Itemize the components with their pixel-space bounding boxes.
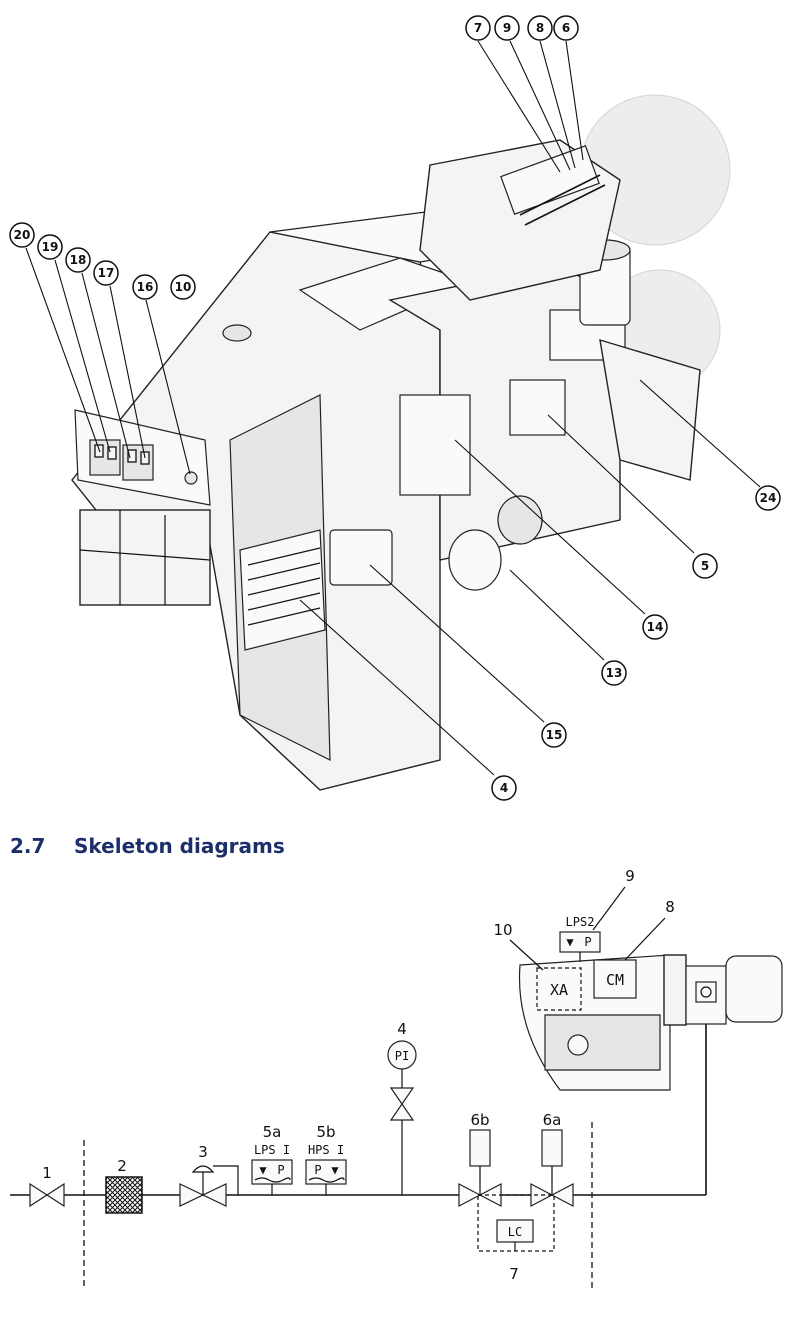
callout-17: 17 [93, 260, 119, 286]
high-pressure-switch-5b: 5b HPS I P ▼ [305, 1123, 347, 1195]
svg-text:4: 4 [397, 1020, 407, 1038]
svg-text:8: 8 [536, 21, 544, 35]
svg-text:LC: LC [508, 1225, 522, 1239]
actuator-5 [509, 379, 566, 436]
svg-text:P: P [314, 1163, 321, 1177]
gas-filter-2: 2 [105, 1157, 143, 1214]
svg-text:PI: PI [395, 1049, 409, 1063]
svg-text:▼: ▼ [331, 1163, 339, 1177]
manual-valve-1: 1 [29, 1164, 65, 1208]
svg-text:LPS2: LPS2 [566, 915, 595, 929]
svg-text:14: 14 [647, 620, 664, 634]
flange [663, 954, 687, 1026]
svg-text:17: 17 [98, 266, 115, 280]
svg-text:3: 3 [198, 1143, 208, 1161]
callout-5: 5 [692, 553, 718, 579]
reset-button [184, 471, 198, 485]
svg-text:P: P [584, 935, 591, 949]
expansion-module-xa [536, 967, 582, 1011]
callout-13: 13 [601, 660, 627, 686]
section-heading: 2.7 Skeleton diagrams [10, 834, 285, 858]
leak-control-7: LC 7 [477, 1194, 555, 1283]
svg-text:9: 9 [625, 867, 635, 885]
callout-20: 20 [9, 222, 35, 248]
svg-text:7: 7 [474, 21, 482, 35]
butterfly-valve-13 [448, 529, 502, 591]
skeleton-diagram: 1 2 3 5a LPS I ▼ P [10, 867, 783, 1290]
air-intake-grille [239, 529, 326, 651]
svg-text:CM: CM [606, 971, 624, 989]
svg-text:4: 4 [500, 781, 508, 795]
gas-connection [695, 981, 717, 1003]
svg-text:24: 24 [760, 491, 777, 505]
callout-7: 7 [465, 15, 491, 41]
valve-unit-24 [599, 339, 701, 481]
svg-text:5: 5 [701, 559, 709, 573]
control-module-cm [593, 959, 637, 999]
svg-text:13: 13 [606, 666, 623, 680]
solenoid-valve-6b: 6b [458, 1111, 502, 1207]
burner-illustration [71, 94, 731, 791]
electrode-holder [500, 145, 600, 215]
callouts: 7 9 8 6 20 19 18 17 16 10 24 5 14 13 15 … [9, 15, 781, 801]
lifting-eye [222, 324, 252, 342]
svg-text:7: 7 [509, 1265, 519, 1283]
svg-text:19: 19 [42, 240, 59, 254]
svg-text:LPS I: LPS I [254, 1143, 290, 1157]
callout-6: 6 [553, 15, 579, 41]
callout-15: 15 [541, 722, 567, 748]
svg-text:XA: XA [550, 981, 568, 999]
pressure-gauge-4: 4 PI [387, 1020, 417, 1195]
section-title: Skeleton diagrams [74, 834, 285, 858]
svg-text:10: 10 [175, 280, 192, 294]
connection-14 [497, 495, 543, 545]
callout-14: 14 [642, 614, 668, 640]
callout-9: 9 [494, 15, 520, 41]
svg-text:15: 15 [546, 728, 563, 742]
callout-18: 18 [65, 247, 91, 273]
callout-10: 10 [170, 274, 196, 300]
low-pressure-switch-5a: 5a LPS I ▼ P [251, 1123, 293, 1195]
svg-text:▼: ▼ [566, 935, 574, 949]
svg-text:6b: 6b [470, 1111, 489, 1129]
svg-text:5a: 5a [263, 1123, 282, 1141]
sight-glass [567, 1034, 589, 1056]
svg-text:6a: 6a [543, 1111, 562, 1129]
svg-text:HPS I: HPS I [308, 1143, 344, 1157]
section-number: 2.7 [10, 834, 46, 858]
solenoid-valve-6a: 6a [530, 1111, 574, 1207]
blast-tube [725, 955, 783, 1023]
switch-20 [94, 444, 104, 458]
callout-8: 8 [527, 15, 553, 41]
electrical-modules [79, 509, 211, 606]
svg-text:18: 18 [70, 253, 87, 267]
pressure-regulator-3: 3 [179, 1143, 239, 1207]
burner-lower-block [544, 1014, 661, 1071]
switch-19 [107, 446, 117, 460]
flange-block [399, 394, 471, 496]
burner-schematic: CM XA ▼ P LPS2 9 8 10 [493, 867, 783, 1091]
svg-text:16: 16 [137, 280, 154, 294]
switch-18 [127, 449, 137, 463]
callout-16: 16 [132, 274, 158, 300]
svg-text:10: 10 [493, 921, 512, 939]
grille-slats [247, 547, 321, 626]
svg-text:P: P [277, 1163, 284, 1177]
svg-text:2: 2 [117, 1157, 127, 1175]
callout-19: 19 [37, 234, 63, 260]
svg-text:20: 20 [14, 228, 31, 242]
svg-text:6: 6 [562, 21, 570, 35]
callout-4: 4 [491, 775, 517, 801]
svg-text:9: 9 [503, 21, 511, 35]
svg-text:8: 8 [665, 898, 675, 916]
callout-24: 24 [755, 485, 781, 511]
svg-text:1: 1 [42, 1164, 52, 1182]
svg-text:▼: ▼ [259, 1163, 267, 1177]
svg-text:5b: 5b [316, 1123, 335, 1141]
